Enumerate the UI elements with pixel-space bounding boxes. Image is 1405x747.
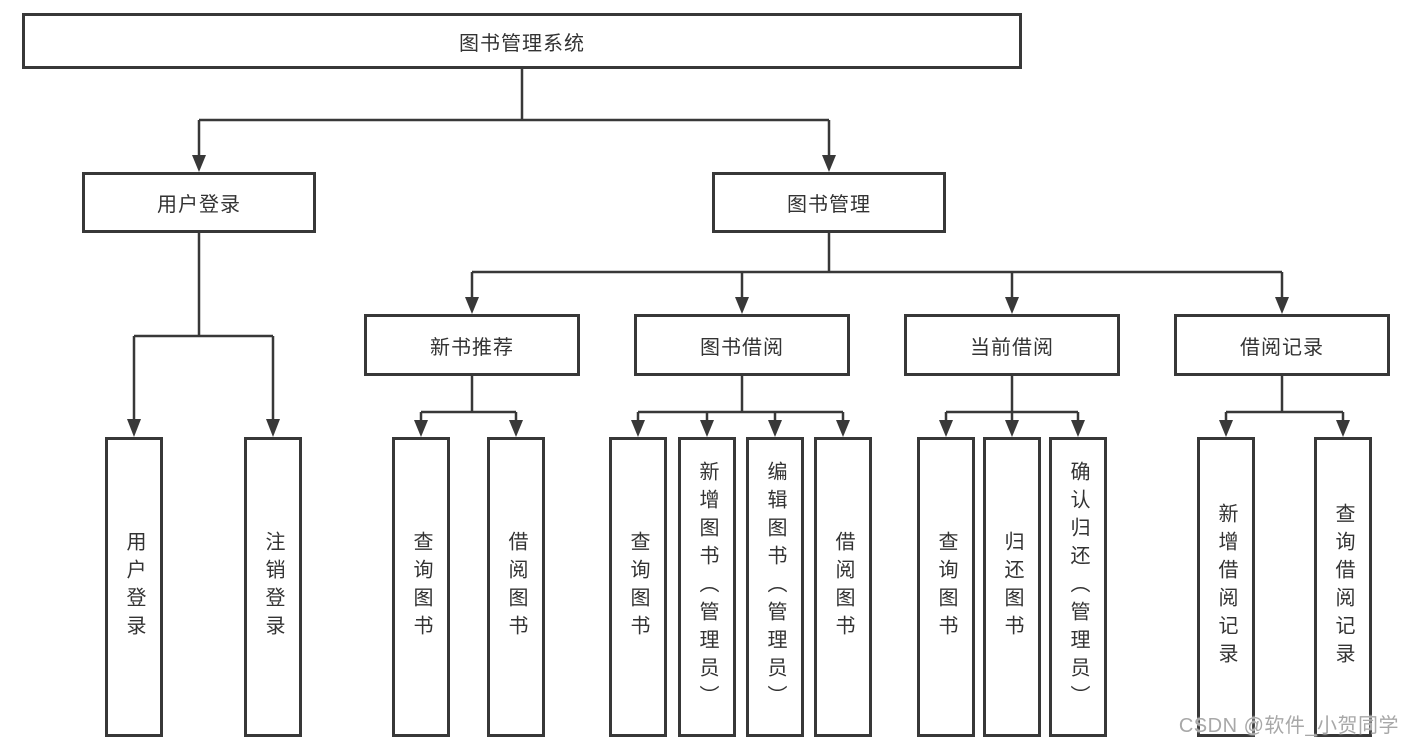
node-new-book-recommend: 新书推荐 [364, 314, 580, 376]
leaf-user-login-label: 用户登录 [123, 531, 145, 643]
leaf-bb-add-books-admin-label: 新增图书（管理员） [696, 461, 718, 713]
node-new-book-recommend-label: 新书推荐 [430, 336, 514, 359]
leaf-bb-add-books-admin: 新增图书（管理员） [678, 437, 736, 737]
node-book-borrow: 图书借阅 [634, 314, 850, 376]
leaf-br-add-record: 新增借阅记录 [1197, 437, 1255, 737]
leaf-logout: 注销登录 [244, 437, 302, 737]
node-borrow-records-label: 借阅记录 [1240, 336, 1324, 359]
leaf-bb-borrow-books-label: 借阅图书 [832, 531, 854, 643]
leaf-nbr-query-books: 查询图书 [392, 437, 450, 737]
watermark-text: CSDN @软件_小贺同学 [1178, 715, 1399, 737]
leaf-cb-query-books-label: 查询图书 [935, 531, 957, 643]
node-book-management-label: 图书管理 [787, 194, 871, 216]
node-current-borrow: 当前借阅 [904, 314, 1120, 376]
leaf-bb-edit-books-admin: 编辑图书（管理员） [746, 437, 804, 737]
leaf-br-add-record-label: 新增借阅记录 [1215, 503, 1237, 671]
node-book-management: 图书管理 [712, 172, 946, 233]
leaf-nbr-query-books-label: 查询图书 [410, 531, 432, 643]
leaf-bb-edit-books-admin-label: 编辑图书（管理员） [764, 461, 786, 713]
leaf-logout-label: 注销登录 [262, 531, 284, 643]
leaf-bb-query-books: 查询图书 [609, 437, 667, 737]
node-library-management-system-label: 图书管理系统 [459, 32, 585, 55]
node-library-management-system: 图书管理系统 [22, 13, 1022, 69]
node-current-borrow-label: 当前借阅 [970, 336, 1054, 359]
leaf-bb-query-books-label: 查询图书 [627, 531, 649, 643]
node-user-login: 用户登录 [82, 172, 316, 233]
leaf-cb-confirm-return-admin: 确认归还（管理员） [1049, 437, 1107, 737]
leaf-user-login: 用户登录 [105, 437, 163, 737]
leaf-cb-confirm-return-admin-label: 确认归还（管理员） [1067, 461, 1089, 713]
leaf-cb-return-books: 归还图书 [983, 437, 1041, 737]
leaf-cb-query-books: 查询图书 [917, 437, 975, 737]
leaf-nbr-borrow-books: 借阅图书 [487, 437, 545, 737]
leaf-bb-borrow-books: 借阅图书 [814, 437, 872, 737]
node-borrow-records: 借阅记录 [1174, 314, 1390, 376]
leaf-br-query-record-label: 查询借阅记录 [1332, 503, 1354, 671]
leaf-nbr-borrow-books-label: 借阅图书 [505, 531, 527, 643]
leaf-cb-return-books-label: 归还图书 [1001, 531, 1023, 643]
leaf-br-query-record: 查询借阅记录 [1314, 437, 1372, 737]
node-book-borrow-label: 图书借阅 [700, 336, 784, 359]
node-user-login-label: 用户登录 [157, 194, 241, 216]
